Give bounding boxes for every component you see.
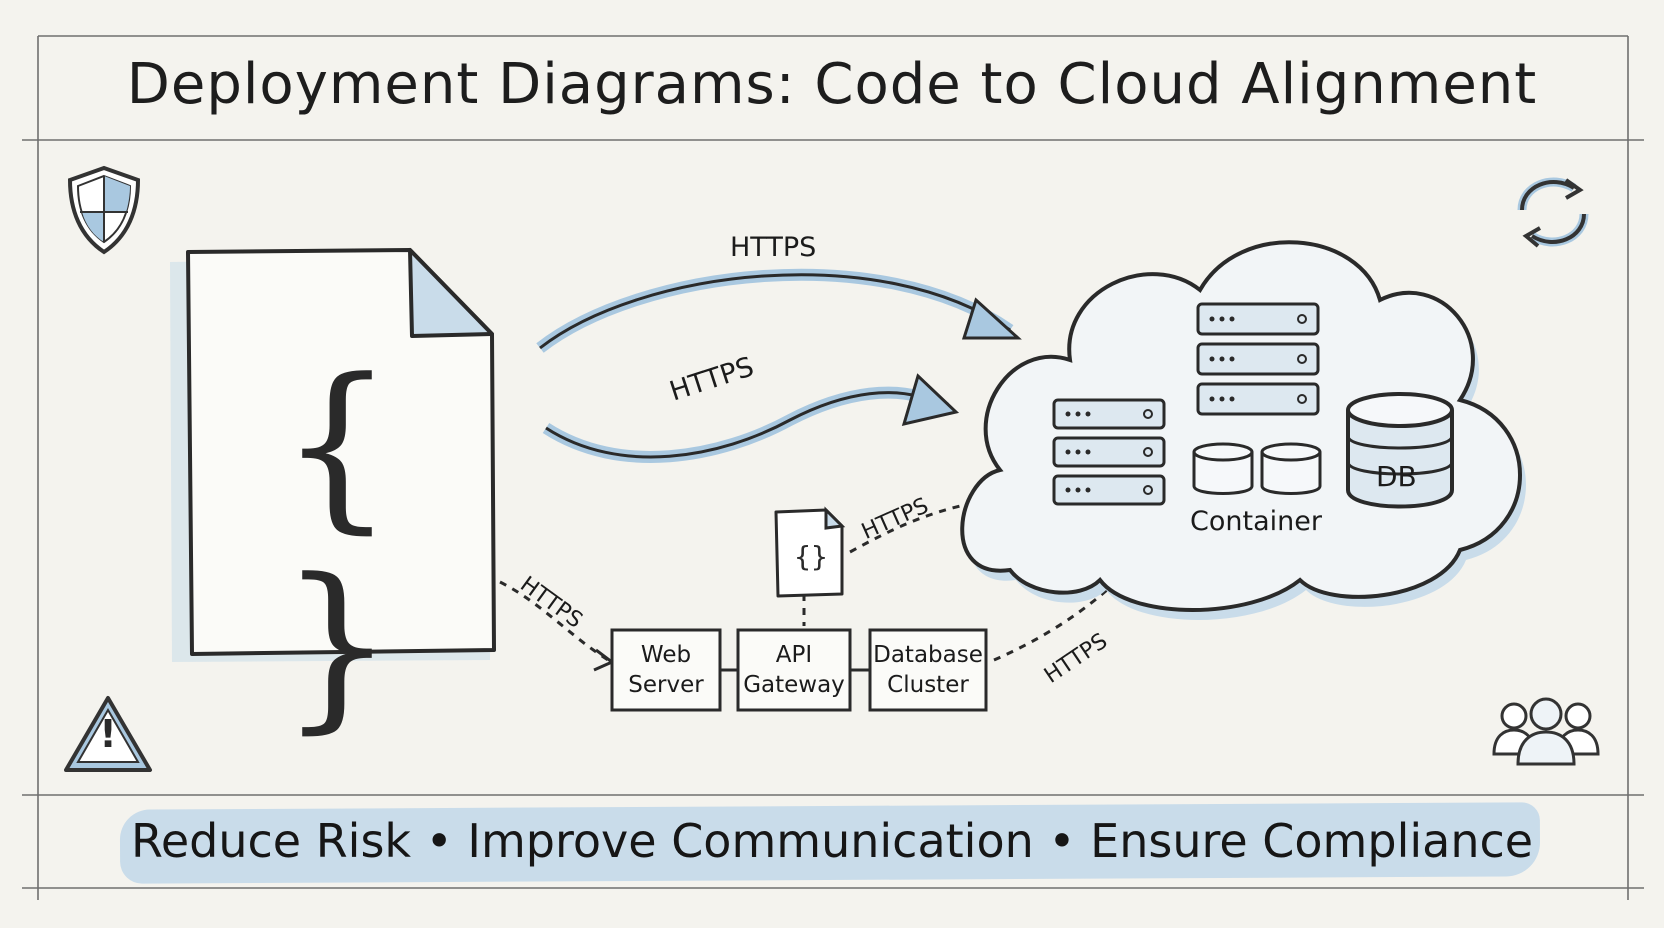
warning-glyph: ! xyxy=(99,712,117,756)
diagram-title: Deployment Diagrams: Code to Cloud Align… xyxy=(126,52,1538,117)
server-leds-left xyxy=(1065,409,1153,495)
code-file-icon xyxy=(170,248,496,662)
warning-icon xyxy=(64,696,152,772)
database-cylinder-icon xyxy=(1346,392,1454,509)
users-icon xyxy=(1492,697,1600,766)
database-cluster-label-line2: Cluster xyxy=(887,672,969,698)
api-gateway-box: API Gateway xyxy=(738,640,850,700)
api-gateway-label-line2: Gateway xyxy=(743,672,845,698)
server-leds-top xyxy=(1209,314,1307,404)
container-label: Container xyxy=(1190,506,1322,537)
code-braces-glyph: { } xyxy=(279,341,413,750)
db-label: DB xyxy=(1376,460,1417,493)
https-arrow-top xyxy=(536,268,1022,353)
database-cluster-label-line1: Database xyxy=(873,642,983,668)
cloud-shape xyxy=(960,240,1526,621)
https-label-top: HTTPS xyxy=(730,232,817,263)
small-code-file-icon xyxy=(774,506,846,598)
component-boxes xyxy=(610,628,988,712)
small-code-glyph: {} xyxy=(794,540,828,573)
container-cylinders xyxy=(1192,442,1322,495)
api-gateway-label-line1: API xyxy=(775,642,813,668)
sync-icon xyxy=(1517,177,1589,248)
server-stack-top xyxy=(1196,302,1320,416)
database-cluster-box: Database Cluster xyxy=(870,640,986,700)
tagline: Reduce Risk • Improve Communication • En… xyxy=(130,814,1534,868)
web-server-label-line2: Server xyxy=(628,672,704,698)
frame-lines xyxy=(22,35,1644,900)
web-server-label-line1: Web xyxy=(640,642,692,668)
https-arrow-middle xyxy=(542,373,960,463)
dotted-arrowhead xyxy=(593,648,615,672)
server-stack-left xyxy=(1052,398,1166,506)
shield-icon xyxy=(67,165,141,255)
web-server-box: Web Server xyxy=(612,640,720,700)
